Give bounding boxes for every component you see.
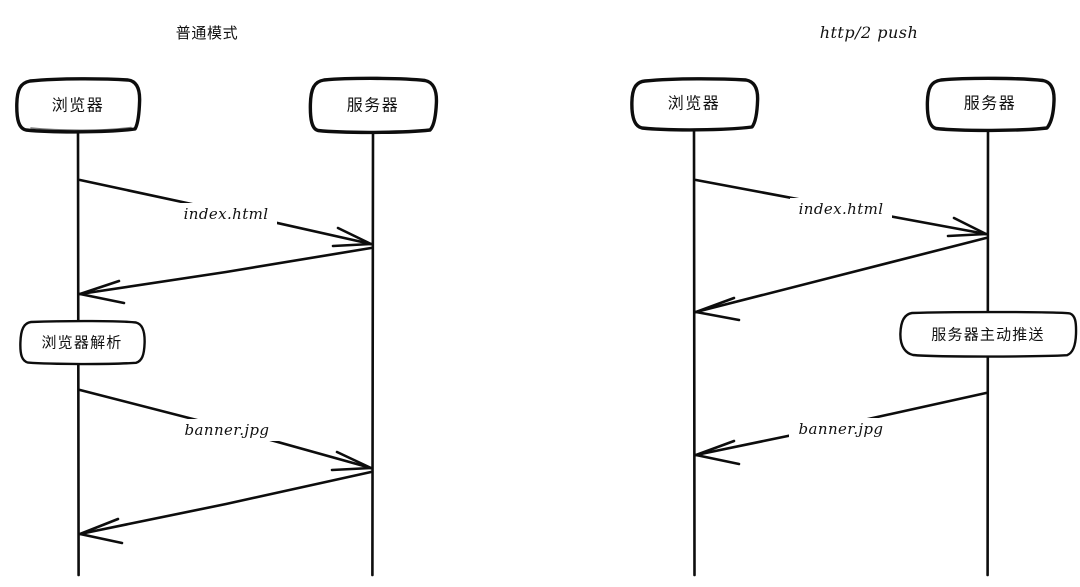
message-banner-jpg-response[interactable] bbox=[78, 470, 373, 545]
message-index-html-response[interactable] bbox=[78, 246, 373, 305]
participant-browser[interactable]: 浏览器 bbox=[15, 77, 142, 134]
message-index-html-request-2-label: index.html bbox=[799, 200, 884, 218]
message-index-html-2-label-backdrop bbox=[790, 198, 892, 220]
message-banner-jpg-label-backdrop bbox=[175, 419, 279, 441]
message-index-html-label-backdrop bbox=[175, 203, 277, 225]
note-browser-parse[interactable]: 浏览器解析 bbox=[19, 319, 146, 366]
participant-browser-shape bbox=[15, 77, 142, 134]
message-banner-jpg-push-label-backdrop bbox=[789, 418, 893, 440]
participant-server-2-shape bbox=[925, 76, 1056, 133]
participant-server-label: 服务器 bbox=[347, 96, 400, 115]
arrow-head-right bbox=[331, 226, 373, 248]
message-index-html-request-2[interactable]: index.html bbox=[694, 178, 988, 238]
arrow-head-left bbox=[78, 279, 126, 305]
lifeline-browser-2 bbox=[692, 129, 696, 577]
participant-browser-2-shape bbox=[630, 77, 760, 132]
panel-http2-push: http/2 push 浏览器 服务器 index.html bbox=[630, 23, 1078, 577]
participant-browser-2[interactable]: 浏览器 bbox=[630, 77, 760, 132]
message-banner-jpg-push-label: banner.jpg bbox=[799, 420, 884, 438]
message-banner-jpg-request[interactable]: banner.jpg bbox=[78, 388, 373, 472]
note-server-push-label: 服务器主动推送 bbox=[931, 326, 1044, 344]
message-index-html-response-2[interactable] bbox=[694, 236, 988, 322]
participant-browser-2-label: 浏览器 bbox=[668, 94, 721, 113]
message-banner-jpg-push[interactable]: banner.jpg bbox=[694, 391, 988, 466]
panel-normal-mode: 普通模式 浏览器 服务器 index.html bbox=[15, 24, 439, 577]
arrow-head-right bbox=[330, 450, 373, 472]
message-index-html-response-2-line bbox=[694, 236, 988, 314]
arrow-head-left bbox=[694, 439, 741, 466]
message-index-html-request[interactable]: index.html bbox=[78, 178, 373, 248]
note-browser-parse-label: 浏览器解析 bbox=[41, 334, 122, 352]
panel-title-normal-mode: 普通模式 bbox=[176, 24, 238, 42]
arrow-head-left bbox=[78, 517, 124, 545]
panel-title-http2-push: http/2 push bbox=[820, 23, 919, 42]
note-server-push-shape bbox=[899, 310, 1078, 358]
participant-browser-label: 浏览器 bbox=[52, 96, 105, 115]
participant-server-shape bbox=[308, 76, 439, 135]
participant-server-2[interactable]: 服务器 bbox=[925, 76, 1056, 133]
note-browser-parse-shape bbox=[19, 319, 146, 366]
note-server-push[interactable]: 服务器主动推送 bbox=[899, 310, 1078, 358]
message-banner-jpg-request-label: banner.jpg bbox=[185, 421, 270, 439]
message-banner-jpg-response-line bbox=[78, 470, 373, 536]
participant-browser-shade bbox=[30, 126, 132, 131]
arrow-head-right bbox=[946, 216, 988, 238]
message-index-html-request-label: index.html bbox=[184, 205, 269, 223]
participant-server[interactable]: 服务器 bbox=[308, 76, 439, 135]
participant-server-2-label: 服务器 bbox=[964, 94, 1017, 113]
arrow-head-left bbox=[694, 296, 741, 322]
message-index-html-response-line bbox=[78, 246, 373, 296]
lifeline-server bbox=[371, 131, 375, 577]
